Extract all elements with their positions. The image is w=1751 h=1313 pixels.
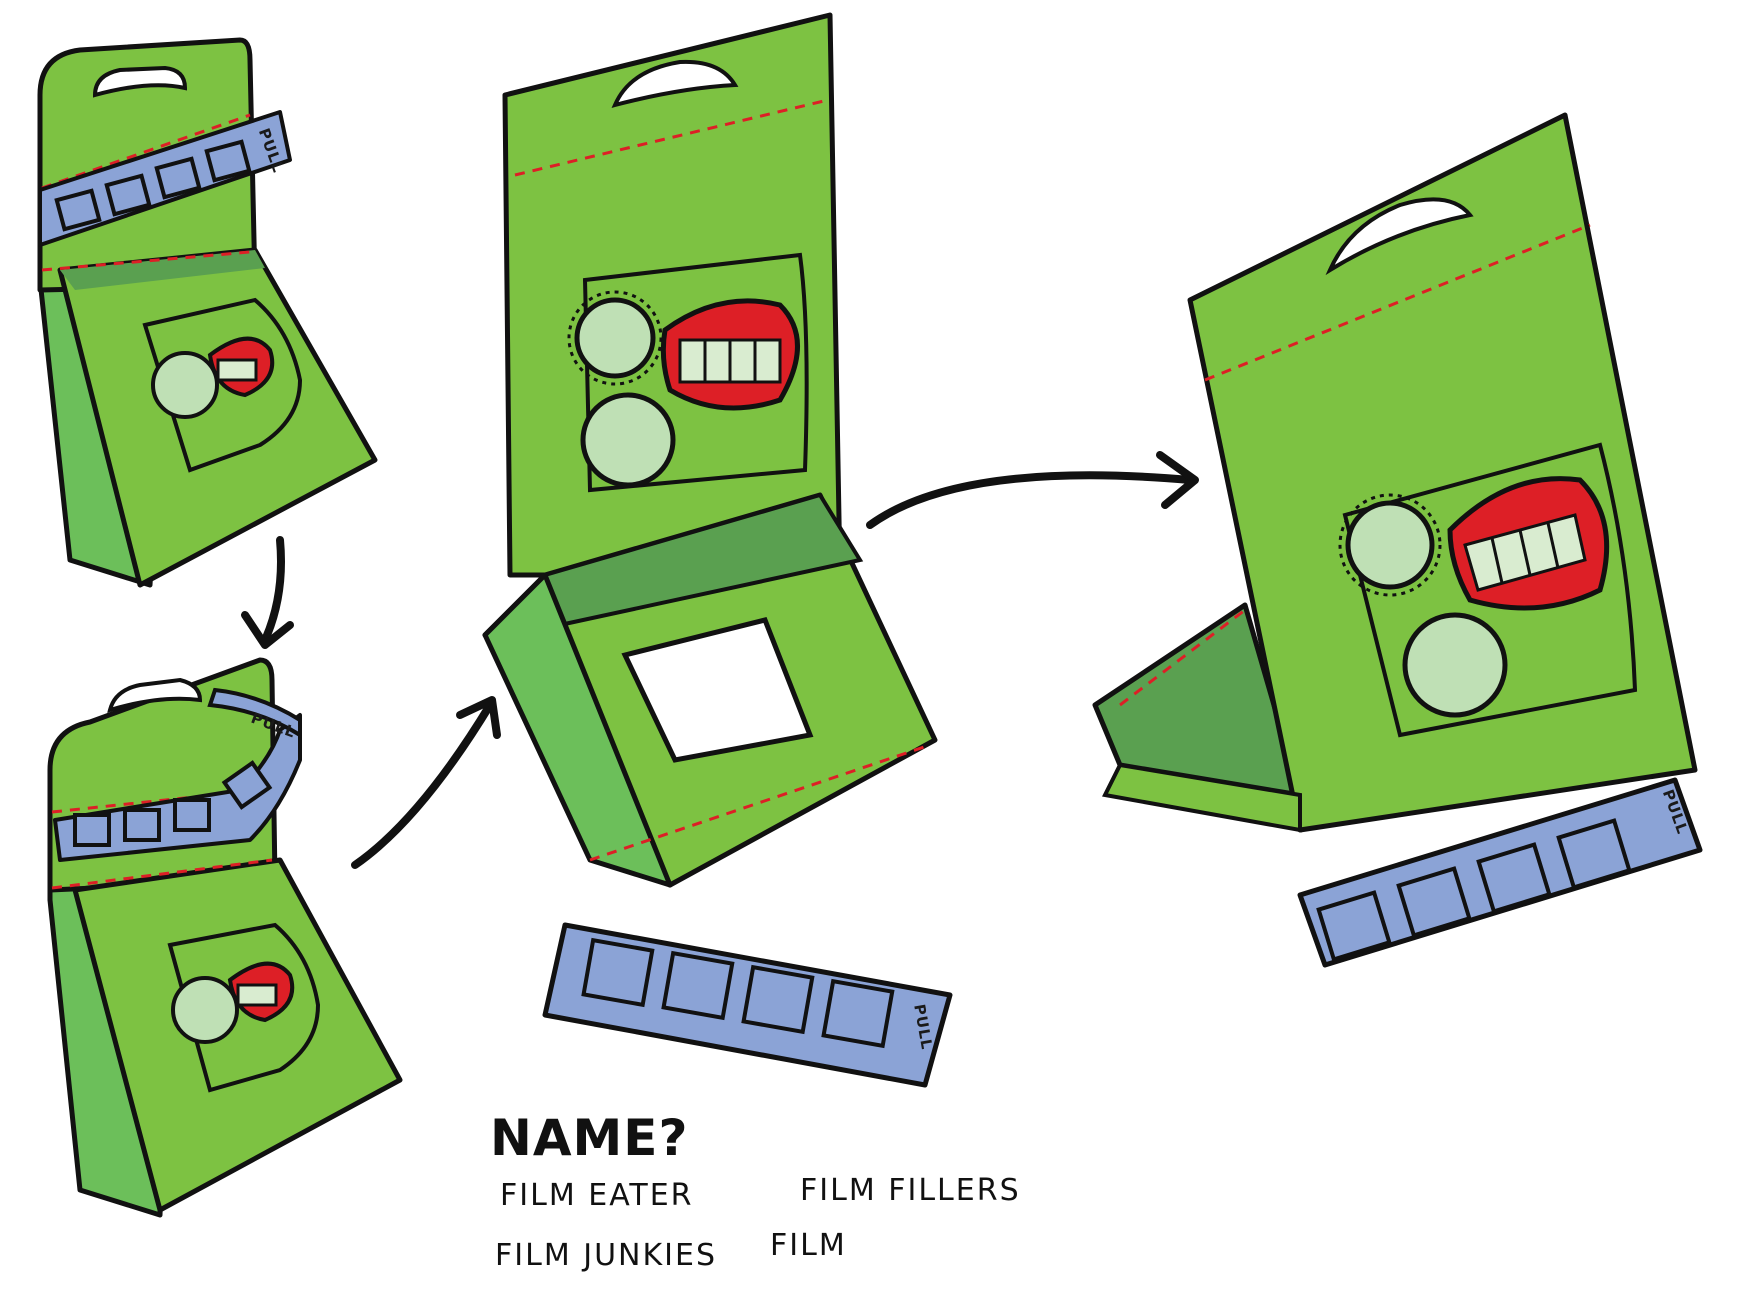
- package-stand: [1092, 112, 1698, 833]
- package-open: [482, 12, 938, 888]
- mouth-window: [1338, 442, 1638, 738]
- arrow-right-icon: [866, 451, 1199, 529]
- name-option: FILM EATER: [500, 1178, 694, 1213]
- name-option: FILM: [770, 1228, 847, 1263]
- arrow-up-right-icon: [351, 696, 501, 869]
- mouth-window: [142, 297, 303, 473]
- film-strip: PULL: [38, 110, 292, 247]
- mouth-window: [567, 252, 809, 493]
- film-strip-loose: PULL: [1297, 777, 1703, 968]
- package-closed: PULL: [37, 37, 378, 588]
- arrow-down-icon: [241, 536, 294, 649]
- name-brainstorm: NAME? FILM EATER FILM FILLERS FILM JUNKI…: [490, 1109, 1021, 1273]
- film-strip-loose: PULL: [542, 922, 953, 1088]
- name-option: FILM FILLERS: [800, 1173, 1021, 1208]
- name-option: FILM JUNKIES: [495, 1238, 717, 1273]
- mouth-window: [167, 922, 321, 1093]
- film-strip: PULL: [53, 687, 302, 862]
- package-pulling: PULL: [47, 657, 403, 1218]
- name-heading: NAME?: [490, 1109, 688, 1167]
